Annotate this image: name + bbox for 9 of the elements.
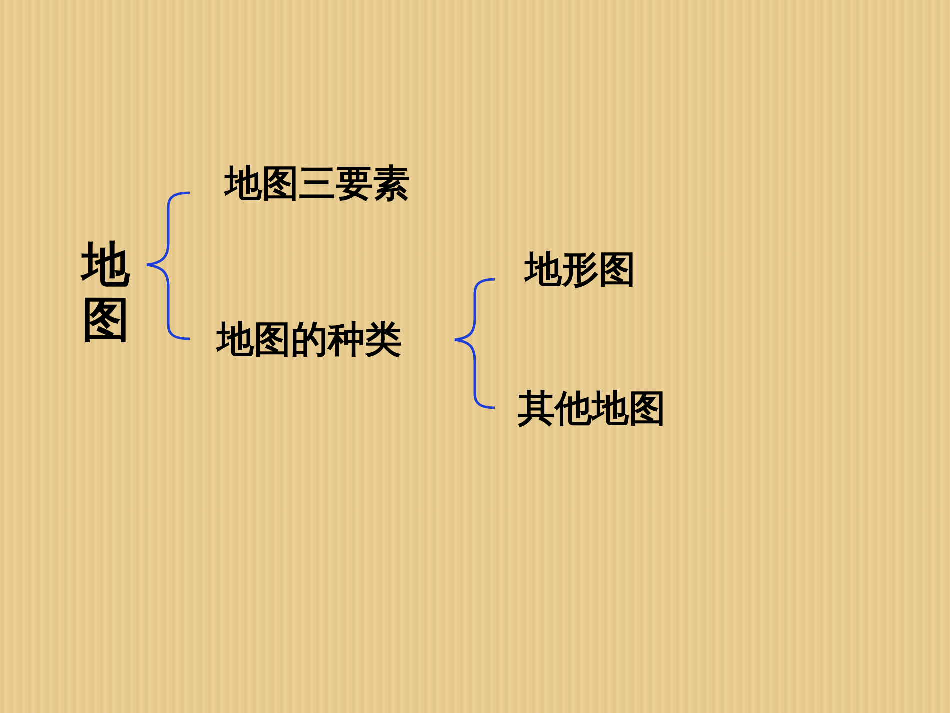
label-text: 地形图 xyxy=(525,248,636,290)
heading-text: 地图 xyxy=(82,238,130,348)
brace-line xyxy=(454,338,496,410)
brace-line xyxy=(146,264,190,340)
label-text: 地图三要素 xyxy=(225,162,410,204)
brace-line xyxy=(146,192,190,266)
brace-line xyxy=(454,278,496,342)
label-text: 其他地图 xyxy=(518,388,666,428)
label-text: 地图的种类 xyxy=(217,318,402,360)
